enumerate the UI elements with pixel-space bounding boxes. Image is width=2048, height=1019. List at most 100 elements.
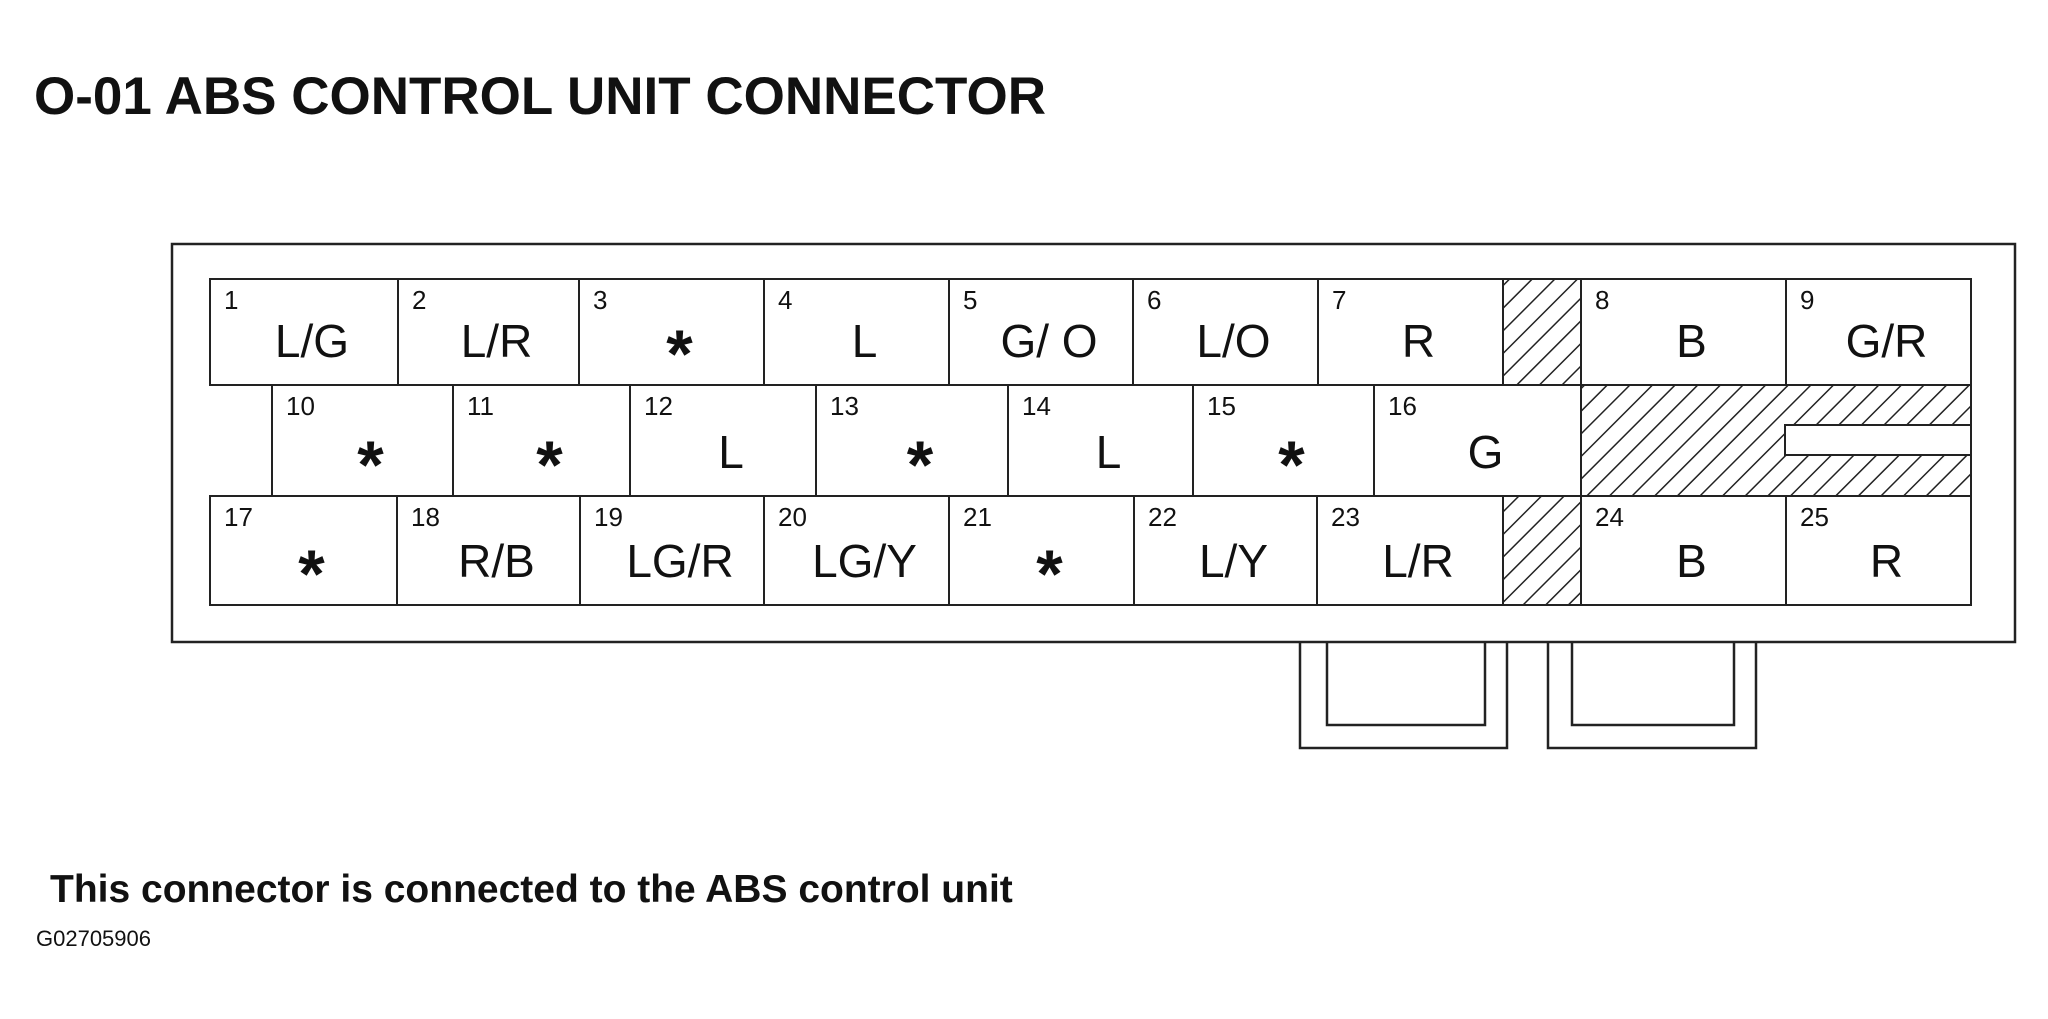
pin-wire-color: G (1468, 426, 1504, 478)
pin-cell-18: 18R/B (396, 495, 581, 606)
pin-number: 7 (1332, 285, 1346, 315)
pin-cell-7: 7R (1317, 278, 1504, 386)
key-slot (1784, 424, 1972, 456)
pin-number: 2 (412, 285, 426, 315)
pin-cavity (396, 495, 581, 606)
pin-number: 21 (963, 502, 992, 532)
pin-cavity (1785, 495, 1972, 606)
pin-cell-1: 1L/G (209, 278, 399, 386)
pin-wire-color: L/G (275, 315, 349, 367)
pin-unused-marker: * (1036, 536, 1063, 612)
pin-unused-marker: * (536, 427, 563, 503)
pin-number: 14 (1022, 391, 1051, 421)
pin-number: 5 (963, 285, 977, 315)
pin-wire-color: G/R (1846, 315, 1928, 367)
pin-cavity (629, 384, 817, 497)
pin-cell-11: 11 * (452, 384, 631, 503)
pin-number: 24 (1595, 502, 1624, 532)
pin-cavity (948, 278, 1134, 386)
pin-cavity (578, 278, 765, 386)
pin-cell-16: 16G (1373, 384, 1582, 497)
pin-number: 13 (830, 391, 859, 421)
pin-unused-marker: * (666, 316, 693, 392)
pin-number: 8 (1595, 285, 1609, 315)
pin-cell-23: 23L/R (1316, 495, 1504, 606)
pin-cavity (397, 278, 580, 386)
pin-cell-17: 17 * (209, 495, 398, 612)
hatched-blank-bottom (1502, 495, 1582, 606)
pin-wire-color: L/R (461, 315, 533, 367)
pin-wire-color: L (718, 426, 744, 478)
pin-cell-21: 21 * (948, 495, 1135, 612)
pin-unused-marker: * (357, 427, 384, 503)
pin-wire-color: L/Y (1199, 535, 1268, 587)
pin-cavity (209, 495, 398, 606)
pin-unused-marker: * (1278, 427, 1305, 503)
pin-cell-6: 6L/O (1132, 278, 1319, 386)
pin-wire-color: LG/R (626, 535, 733, 587)
pin-cavity (1373, 384, 1582, 497)
pin-number: 18 (411, 502, 440, 532)
pin-cell-2: 2L/R (397, 278, 580, 386)
figure-id: G02705906 (36, 926, 151, 951)
pin-cavity (1133, 495, 1318, 606)
pin-cell-13: 13 * (815, 384, 1009, 503)
diagram-title: O-01 ABS CONTROL UNIT CONNECTOR (34, 67, 1046, 126)
pin-number: 15 (1207, 391, 1236, 421)
pin-cell-12: 12L (629, 384, 817, 497)
pin-cavity (1580, 495, 1787, 606)
pin-cell-9: 9G/R (1785, 278, 1972, 386)
pin-cell-3: 3* (578, 278, 765, 392)
pin-cavity (763, 278, 950, 386)
pin-number: 16 (1388, 391, 1417, 421)
pin-cell-25: 25R (1785, 495, 1972, 606)
pin-cell-15: 15 * (1192, 384, 1375, 503)
pin-number: 3 (593, 285, 607, 315)
pin-wire-color: R (1870, 535, 1903, 587)
pin-number: 1 (224, 285, 238, 315)
pin-cell-5: 5 G/ O (948, 278, 1134, 386)
pin-number: 23 (1331, 502, 1360, 532)
pin-cavity (1785, 278, 1972, 386)
locking-tab-right (1546, 642, 1758, 750)
pin-cell-8: 8B (1580, 278, 1787, 386)
pin-cavity (948, 495, 1135, 606)
pin-cell-4: 4L (763, 278, 950, 386)
pin-number: 17 (224, 502, 253, 532)
pin-cavity (1316, 495, 1504, 606)
pin-wire-color: L (852, 315, 878, 367)
pin-number: 6 (1147, 285, 1161, 315)
hatched-blank-top (1502, 278, 1582, 386)
pin-number: 25 (1800, 502, 1829, 532)
pin-cavity (579, 495, 765, 606)
pin-cavity (1580, 278, 1787, 386)
pin-number: 4 (778, 285, 792, 315)
pin-cell-22: 22L/Y (1133, 495, 1318, 606)
pin-cavity (815, 384, 1009, 497)
pin-unused-marker: * (298, 536, 325, 612)
pin-number: 12 (644, 391, 673, 421)
pin-cavity (1007, 384, 1194, 497)
pin-wire-color: L (1096, 426, 1122, 478)
pin-wire-color: L/R (1382, 535, 1454, 587)
pin-number: 19 (594, 502, 623, 532)
pin-cavity (271, 384, 454, 497)
pin-number: 10 (286, 391, 315, 421)
pin-cell-24: 24B (1580, 495, 1787, 606)
pin-number: 20 (778, 502, 807, 532)
pin-cell-10: 10 * (271, 384, 454, 503)
pin-cavity (452, 384, 631, 497)
pin-unused-marker: * (907, 427, 934, 503)
pin-cell-14: 14L (1007, 384, 1194, 497)
pin-wire-color: G/ O (1000, 315, 1097, 367)
pin-wire-color: R/B (458, 535, 535, 587)
pin-wire-color: B (1676, 535, 1707, 587)
locking-tab-left (1298, 642, 1509, 750)
pin-number: 11 (467, 391, 494, 421)
pin-cavity (1317, 278, 1504, 386)
pin-number: 22 (1148, 502, 1177, 532)
